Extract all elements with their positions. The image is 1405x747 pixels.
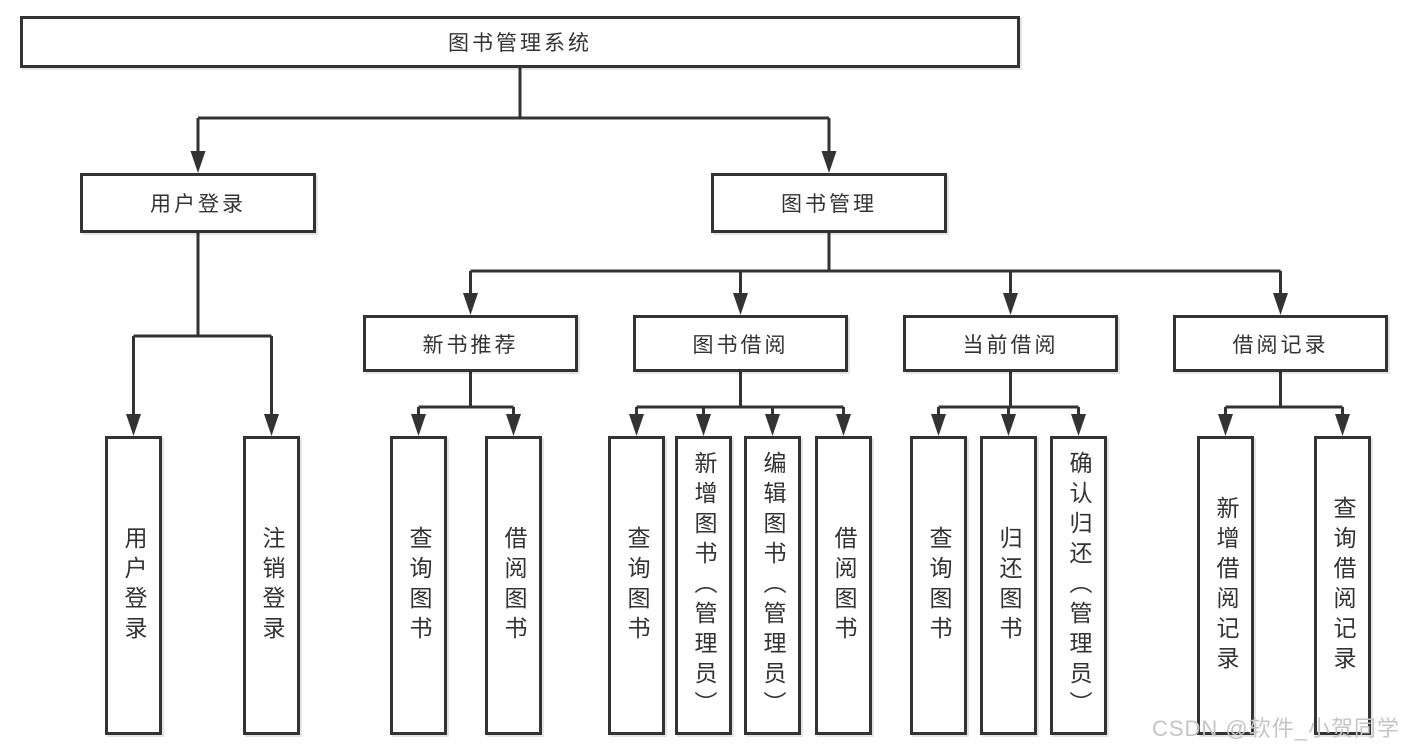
node-label: 归还图书: [996, 525, 1022, 646]
node-label: 确认归还（管理员）: [1066, 450, 1092, 721]
node-label: 图书管理: [781, 193, 877, 216]
node-label: 图书借阅: [692, 333, 789, 357]
leaf-add-borrow-record: 新增借阅记录: [1197, 436, 1254, 735]
node-new-book-recommendation: 新书推荐: [363, 315, 578, 372]
node-label: 新增图书（管理员）: [691, 450, 717, 721]
node-label: 查询图书: [406, 525, 432, 646]
node-label: 注销登录: [259, 525, 285, 646]
leaf-query-borrow-record: 查询借阅记录: [1314, 436, 1371, 735]
csdn-watermark: CSDN @软件_小贺同学: [1151, 716, 1400, 741]
node-label: 当前借阅: [962, 333, 1059, 357]
node-label: 用户登录: [150, 193, 246, 216]
leaf-add-books-admin: 新增图书（管理员）: [675, 436, 732, 735]
node-user-login: 用户登录: [80, 173, 316, 233]
node-label: 借阅图书: [501, 525, 527, 646]
node-label: 查询图书: [624, 525, 650, 646]
leaf-query-books-borrow: 查询图书: [608, 436, 665, 735]
node-library-system: 图书管理系统: [20, 16, 1020, 68]
node-label: 编辑图书（管理员）: [760, 450, 786, 721]
node-book-borrowing: 图书借阅: [633, 315, 848, 372]
node-label: 查询图书: [926, 525, 952, 646]
node-label: 新书推荐: [422, 333, 519, 357]
node-label: 查询借阅记录: [1330, 495, 1356, 676]
leaf-borrow-books-recommend: 借阅图书: [485, 436, 542, 735]
leaf-logout: 注销登录: [243, 436, 300, 735]
node-label: 借阅记录: [1232, 333, 1329, 357]
node-label: 借阅图书: [831, 525, 857, 646]
leaf-query-books-current: 查询图书: [910, 436, 967, 735]
node-current-borrowing: 当前借阅: [903, 315, 1118, 372]
leaf-return-books: 归还图书: [980, 436, 1037, 735]
node-borrowing-records: 借阅记录: [1173, 315, 1388, 372]
node-label: 新增借阅记录: [1213, 495, 1239, 676]
node-book-management: 图书管理: [711, 173, 947, 233]
leaf-edit-books-admin: 编辑图书（管理员）: [744, 436, 801, 735]
node-label: 图书管理系统: [448, 32, 592, 55]
leaf-query-books-recommend: 查询图书: [390, 436, 447, 735]
leaf-borrow-books: 借阅图书: [815, 436, 872, 735]
node-label: 用户登录: [121, 525, 147, 646]
leaf-user-login: 用户登录: [105, 436, 162, 735]
leaf-confirm-return-admin: 确认归还（管理员）: [1050, 436, 1107, 735]
